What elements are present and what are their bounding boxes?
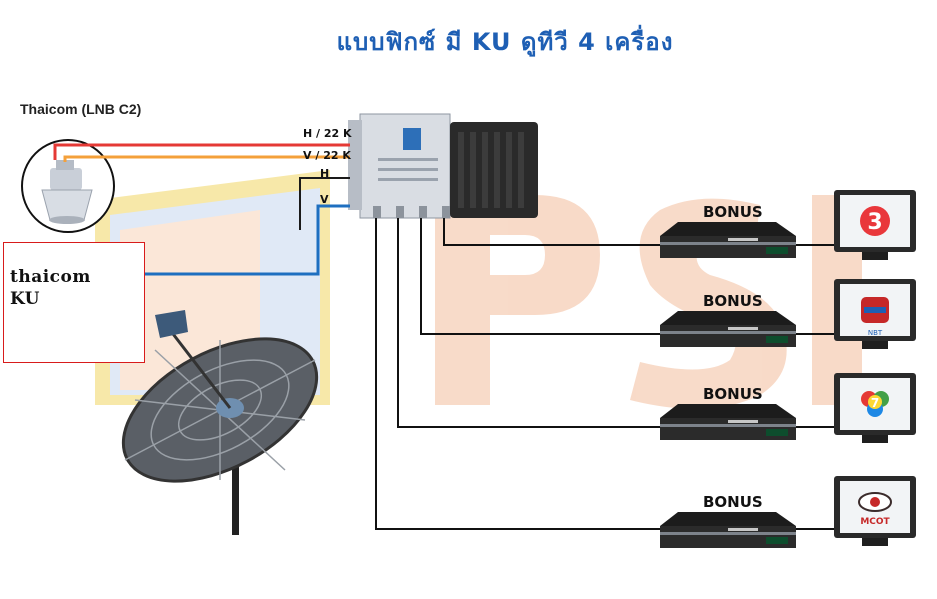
receiver-box-icon [660, 512, 796, 548]
receiver-box-icon [660, 311, 796, 347]
page-title: แบบฟิกซ์ มี KU ดูทีวี 4 เครื่อง [336, 28, 674, 56]
channel-7-logo: 7 [871, 396, 879, 410]
receiver-label: BONUS [703, 292, 763, 310]
tv-channel-nbt: NBT [834, 279, 916, 349]
multiswitch-device [348, 113, 538, 219]
tv-channel-3: 3 [834, 190, 916, 260]
line-label-h22k: H / 22 K [303, 127, 352, 140]
ku-line-1: thaicom [10, 267, 91, 287]
cable-out-4 [375, 218, 660, 530]
receiver-label: BONUS [703, 203, 763, 221]
thaicom-ku-box [3, 242, 145, 363]
receiver-box-icon [660, 404, 796, 440]
channel-nbt-logo: NBT [868, 329, 883, 337]
cable-v [143, 204, 350, 276]
lnb-c2-icon [21, 139, 115, 233]
channel-mcot-logo: MCOT [860, 517, 890, 527]
cable-out-3 [397, 218, 660, 428]
cable-out-2 [420, 218, 660, 335]
tv-channel-mcot: MCOT [834, 476, 916, 546]
lnb-label: Thaicom (LNB C2) [20, 101, 142, 117]
receiver-label: BONUS [703, 493, 763, 511]
line-label-h: H [320, 167, 330, 180]
cable-out-1 [443, 218, 660, 246]
thaicom-ku-label: thaicom KU [10, 266, 91, 310]
line-label-v: V [320, 193, 329, 206]
satellite-dish-icon [121, 310, 319, 535]
receiver-box-icon [660, 222, 796, 258]
cable-h22k [53, 143, 350, 160]
line-label-v22k: V / 22 K [303, 149, 351, 162]
ku-line-2: KU [10, 289, 40, 309]
receiver-label: BONUS [703, 385, 763, 403]
channel-3-logo: 3 [867, 210, 882, 235]
cable-v22k [63, 155, 350, 162]
cable-h [299, 177, 350, 230]
tv-channel-7: 7 [834, 373, 916, 443]
